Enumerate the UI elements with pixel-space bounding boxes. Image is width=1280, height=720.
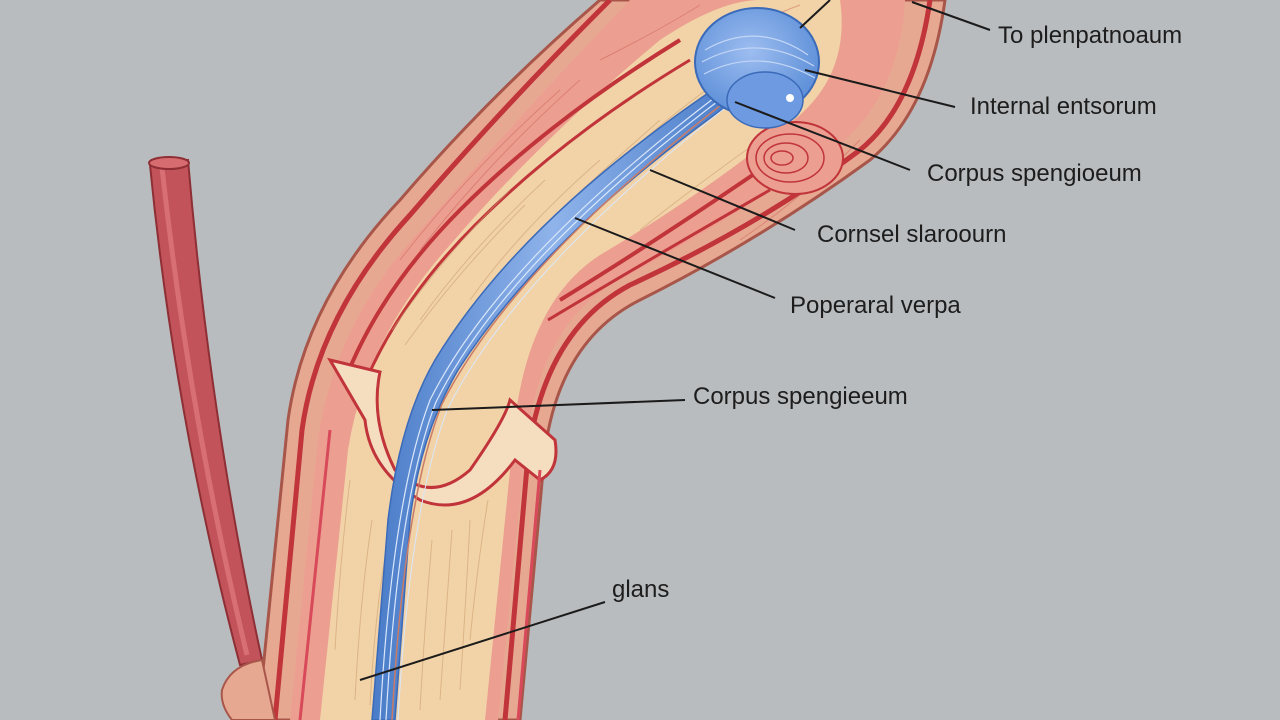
base-flap (220, 658, 277, 720)
label-poperaral-verpa: Poperaral verpa (790, 292, 961, 319)
tissue-fibers (334, 4, 861, 711)
leader-top-bulb (799, 0, 831, 29)
blue-bulb (694, 7, 820, 129)
leader-line-1 (911, 1, 991, 31)
label-internal-entsorum: Internal entsorum (970, 93, 1157, 120)
leader-lines (359, 0, 991, 681)
leader-line-2 (804, 69, 956, 108)
leader-line-5 (574, 217, 776, 299)
label-cornsel-slaroourn: Cornsel slaroourn (817, 221, 1006, 248)
leader-line-7 (359, 601, 606, 681)
leader-line-3 (734, 101, 911, 171)
labels: To plenpatnoaum Internal entsorum Corpus… (612, 22, 1182, 603)
leader-line-6 (431, 399, 686, 411)
leader-line-4 (649, 169, 796, 231)
muscle-coil (746, 121, 844, 195)
label-corpus-spengioeum: Corpus spengioeum (927, 160, 1142, 187)
label-to-plenpatnoaum: To plenpatnoaum (998, 22, 1182, 49)
label-corpus-spengieeum: Corpus spengieeum (693, 383, 908, 410)
label-glans: glans (612, 576, 669, 603)
